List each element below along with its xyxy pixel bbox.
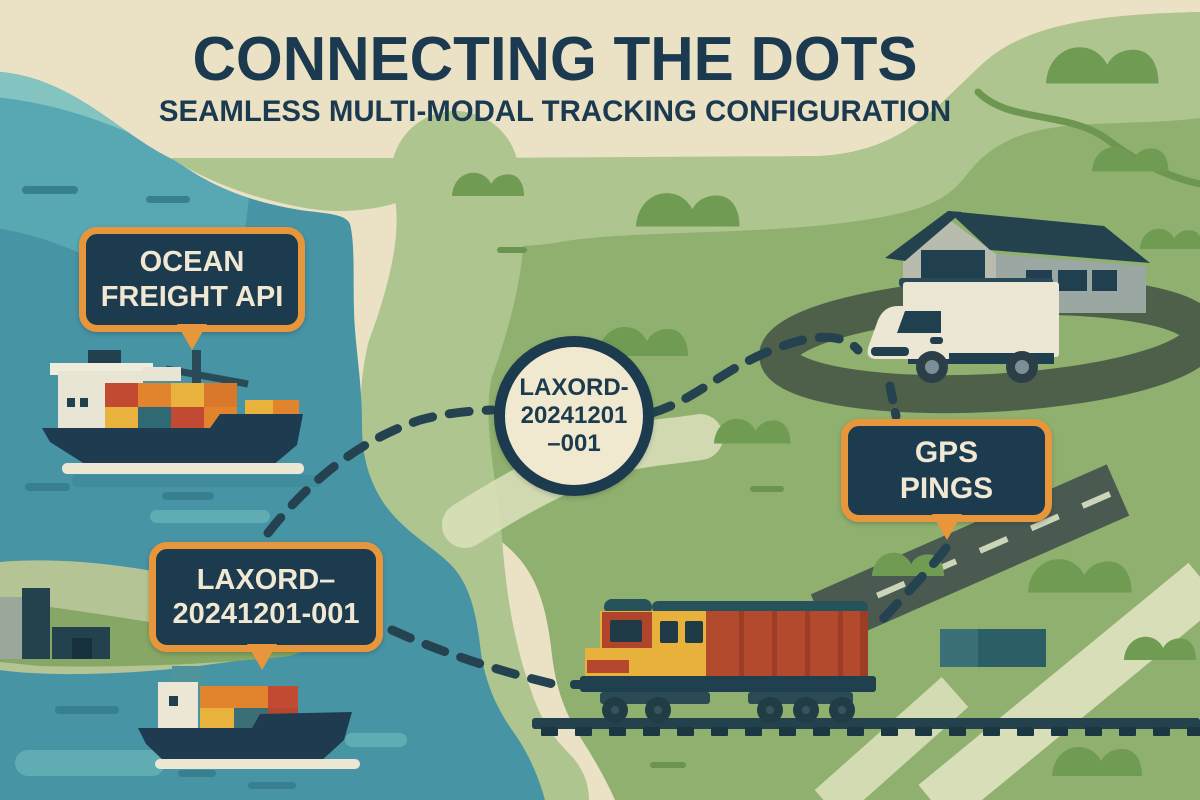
path-bottom-right-1: [918, 562, 1200, 800]
callout-shipment-id-line1: LAXORD–: [196, 563, 336, 596]
hub-line1: LAXORD-: [519, 374, 629, 402]
ship2-waterline: [155, 759, 360, 769]
boxcar: [706, 611, 868, 676]
route-hub-to-truck: [647, 332, 863, 418]
page-subtitle: SEAMLESS MULTI-MODAL TRACKING CONFIGURAT…: [158, 95, 952, 128]
hill-boundary-curve: [974, 88, 1200, 188]
railroad-track: [532, 718, 1200, 737]
route-id-box-to-hub: [263, 405, 497, 538]
callout-ocean-line1: OCEAN: [139, 246, 245, 279]
path-bottom-right-2: [814, 677, 969, 800]
page-title: CONNECTING THE DOTS: [192, 25, 918, 94]
hub-line3: –001: [547, 429, 601, 457]
callout-ocean-line2: FREIGHT API: [100, 280, 284, 313]
route-truck-to-gps: [885, 381, 901, 421]
ship1-hull: [42, 414, 303, 466]
truck-door-handle: [930, 337, 943, 344]
ship2-containers: [200, 686, 298, 730]
callout-gps-pings: GPS PINGS: [841, 419, 1052, 540]
warehouse-roof-right: [948, 211, 1150, 263]
truck-chassis: [908, 353, 1054, 364]
hub-line2: 20241201: [520, 402, 628, 430]
callout-tail: [246, 644, 277, 670]
ship1-waterline: [62, 463, 304, 474]
truck-wheels: [916, 351, 1038, 383]
port-building-tall: [22, 588, 50, 659]
sand-spit: [172, 158, 448, 212]
wave-streaks: [15, 510, 407, 776]
train-wheels: [602, 697, 855, 723]
loco-cab-window: [610, 620, 642, 642]
callout-gps-line1: GPS: [914, 436, 979, 470]
dashed-routes: [263, 332, 951, 692]
train-chassis: [580, 676, 876, 692]
loco-side-windows: [660, 621, 703, 643]
land-light-strip: [450, 12, 1200, 246]
shipping-container-icon: [940, 629, 1046, 667]
callout-tail: [177, 324, 207, 350]
grass-tufts: [497, 247, 784, 768]
large-cargo-ship-icon: [42, 350, 322, 487]
route-id-box-to-train: [387, 625, 571, 692]
ship1-windows: [67, 398, 88, 407]
port-warehouse-door: [72, 638, 92, 659]
train-coupler: [570, 680, 584, 689]
diagonal-road: [810, 464, 1130, 646]
port-building-gray: [0, 597, 22, 659]
ship1-shadow: [72, 475, 322, 487]
callout-shipment-id-line2: 20241201-001: [172, 598, 360, 630]
callout-ocean-freight-api: OCEAN FREIGHT API: [79, 227, 305, 350]
warehouse-door: [921, 250, 985, 279]
callout-shipment-id: LAXORD– 20241201-001: [149, 542, 383, 670]
small-cargo-ship-icon: [138, 666, 360, 769]
callout-tail: [931, 514, 962, 540]
callout-gps-line2: PINGS: [899, 471, 994, 505]
shipment-id-hub-badge: LAXORD- 20241201 –001: [494, 336, 654, 496]
box-truck-icon: [867, 278, 1059, 383]
route-gps-to-train: [868, 543, 951, 635]
ship2-funnel: [172, 666, 202, 686]
ship2-hull: [138, 712, 352, 762]
water-mid-band: [0, 97, 253, 297]
loco-nose-stripe: [587, 660, 629, 673]
truck-windshield: [897, 311, 941, 333]
truck-grille: [871, 347, 909, 356]
warehouse-roof-left: [885, 211, 962, 261]
freight-train-icon: [570, 599, 876, 723]
boxcar-roof: [652, 601, 868, 613]
ship2-window: [169, 696, 178, 706]
ship1-bridge-wing: [143, 367, 181, 381]
